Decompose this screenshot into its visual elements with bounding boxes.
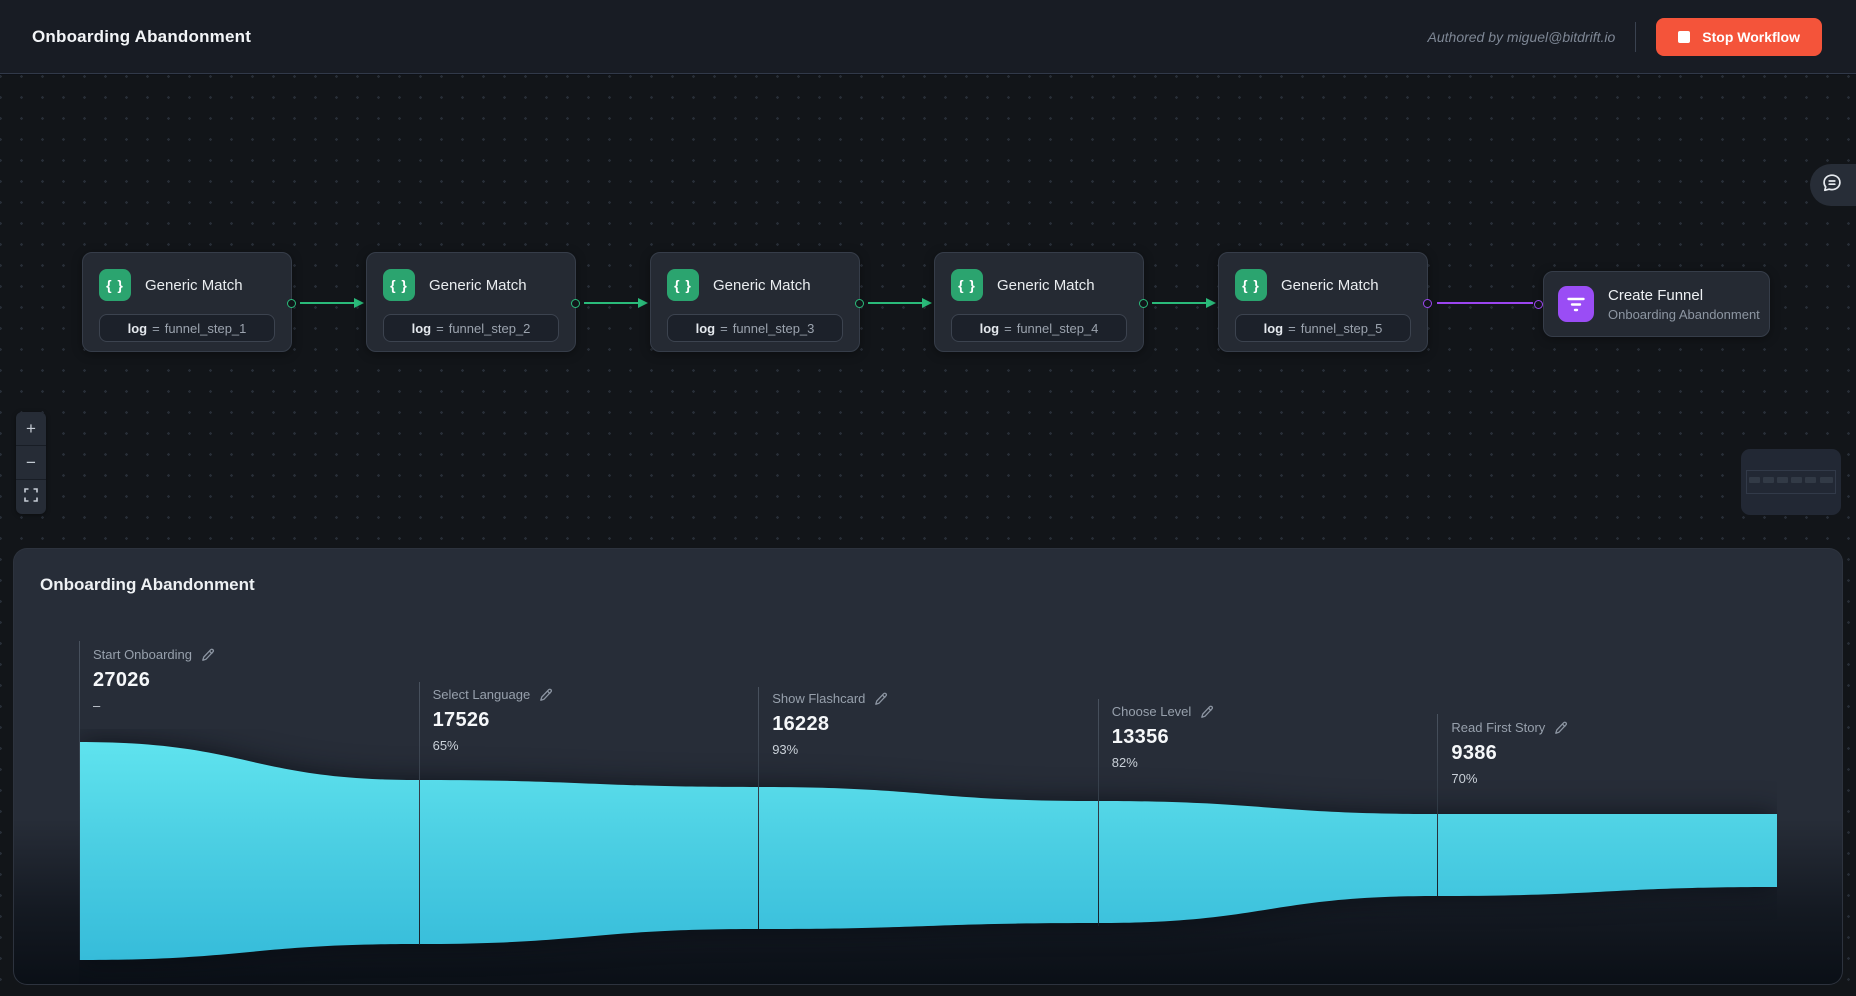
edit-step-button[interactable] bbox=[1200, 705, 1214, 719]
pencil-icon bbox=[540, 688, 553, 701]
step-conversion: 65% bbox=[432, 738, 459, 753]
funnel-chart bbox=[79, 742, 1777, 960]
funnel-step-read-first-story: Read First Story 9386 70% bbox=[1451, 720, 1568, 786]
step-conversion: 82% bbox=[1111, 755, 1138, 770]
node-generic-match-5[interactable]: { } Generic Match log = funnel_step_5 bbox=[1218, 252, 1432, 352]
edit-step-button[interactable] bbox=[201, 648, 215, 662]
source-handle[interactable] bbox=[571, 299, 580, 308]
pencil-icon bbox=[202, 648, 215, 661]
zoom-out-button[interactable]: − bbox=[16, 446, 46, 480]
comments-tab[interactable] bbox=[1810, 164, 1856, 206]
step-value: 17526 bbox=[432, 709, 490, 731]
braces-icon: { } bbox=[99, 269, 131, 301]
node-generic-match-4[interactable]: { } Generic Match log = funnel_step_4 bbox=[934, 252, 1148, 352]
app-header: Onboarding Abandonment Authored by migue… bbox=[0, 0, 1856, 74]
stop-icon bbox=[1678, 30, 1691, 43]
step-label: Select Language bbox=[432, 687, 531, 702]
minimap[interactable] bbox=[1741, 449, 1841, 515]
workflow-title: Onboarding Abandonment bbox=[32, 26, 252, 46]
braces-icon: { } bbox=[383, 269, 415, 301]
step-conversion: 70% bbox=[1451, 771, 1478, 786]
workflow-canvas[interactable]: { } Generic Match log = funnel_step_1 { … bbox=[0, 75, 1856, 996]
funnel-results-panel: Onboarding Abandonment Start Onboarding … bbox=[13, 548, 1843, 985]
pencil-icon bbox=[875, 692, 888, 705]
node-title: Create Funnel bbox=[1608, 286, 1704, 304]
authored-by-text: Authored by miguel@bitdrift.io bbox=[1427, 28, 1616, 45]
fit-view-icon bbox=[24, 487, 38, 507]
node-title: Generic Match bbox=[997, 276, 1095, 294]
minimap-node bbox=[1749, 477, 1760, 483]
source-handle[interactable] bbox=[1423, 299, 1432, 308]
step-label: Start Onboarding bbox=[93, 647, 193, 662]
step-label: Choose Level bbox=[1111, 704, 1192, 719]
pencil-icon bbox=[1201, 705, 1214, 718]
funnel-step-show-flashcard: Show Flashcard 16228 93% bbox=[772, 691, 888, 757]
node-generic-match-3[interactable]: { } Generic Match log = funnel_step_3 bbox=[650, 252, 864, 352]
chat-bubble-icon bbox=[1821, 172, 1843, 199]
node-generic-match-2[interactable]: { } Generic Match log = funnel_step_2 bbox=[366, 252, 580, 352]
minus-icon: − bbox=[26, 452, 36, 472]
funnel-step-choose-level: Choose Level 13356 82% bbox=[1112, 704, 1215, 770]
node-create-funnel[interactable]: Create Funnel Onboarding Abandonment bbox=[1534, 271, 1770, 337]
minimap-node bbox=[1820, 477, 1833, 483]
source-handle[interactable] bbox=[287, 299, 296, 308]
stop-workflow-label: Stop Workflow bbox=[1702, 28, 1800, 45]
match-condition-badge[interactable]: log = funnel_step_4 bbox=[951, 314, 1127, 342]
step-conversion: – bbox=[93, 698, 101, 713]
zoom-in-button[interactable]: + bbox=[16, 412, 46, 446]
match-condition-badge[interactable]: log = funnel_step_2 bbox=[383, 314, 559, 342]
step-value: 9386 bbox=[1451, 742, 1498, 764]
node-title: Generic Match bbox=[429, 276, 527, 294]
node-generic-match-1[interactable]: { } Generic Match log = funnel_step_1 bbox=[82, 252, 296, 352]
step-divider bbox=[1437, 714, 1439, 896]
plus-icon: + bbox=[26, 418, 36, 438]
braces-icon: { } bbox=[1235, 269, 1267, 301]
braces-icon: { } bbox=[951, 269, 983, 301]
funnel-step-select-language: Select Language 17526 65% bbox=[433, 687, 554, 753]
step-divider bbox=[758, 687, 760, 929]
minimap-node bbox=[1763, 477, 1774, 483]
minimap-node bbox=[1777, 477, 1788, 483]
target-handle[interactable] bbox=[1534, 300, 1543, 309]
node-subtitle: Onboarding Abandonment bbox=[1608, 306, 1760, 322]
minimap-node bbox=[1805, 477, 1816, 483]
node-title: Generic Match bbox=[713, 276, 811, 294]
funnel-panel-title: Onboarding Abandonment bbox=[40, 575, 255, 594]
step-label: Show Flashcard bbox=[772, 691, 866, 706]
edit-step-button[interactable] bbox=[1554, 721, 1568, 735]
step-value: 16228 bbox=[772, 713, 830, 735]
step-divider bbox=[1097, 699, 1099, 926]
source-handle[interactable] bbox=[1139, 299, 1148, 308]
braces-icon: { } bbox=[667, 269, 699, 301]
canvas-controls: + − bbox=[16, 412, 46, 514]
minimap-node bbox=[1791, 477, 1802, 483]
node-title: Generic Match bbox=[145, 276, 243, 294]
step-divider bbox=[418, 682, 420, 945]
match-condition-badge[interactable]: log = funnel_step_5 bbox=[1235, 314, 1411, 342]
funnel-icon bbox=[1558, 286, 1594, 322]
fit-view-button[interactable] bbox=[16, 480, 46, 514]
step-divider bbox=[79, 641, 80, 960]
stop-workflow-button[interactable]: Stop Workflow bbox=[1656, 17, 1822, 56]
source-handle[interactable] bbox=[855, 299, 864, 308]
header-divider bbox=[1635, 21, 1637, 52]
node-title: Generic Match bbox=[1281, 276, 1379, 294]
step-label: Read First Story bbox=[1451, 720, 1546, 735]
match-condition-badge[interactable]: log = funnel_step_3 bbox=[667, 314, 843, 342]
pencil-icon bbox=[1555, 721, 1568, 734]
minimap-viewport[interactable] bbox=[1746, 470, 1836, 494]
step-conversion: 93% bbox=[772, 742, 799, 757]
edit-step-button[interactable] bbox=[539, 688, 553, 702]
edit-step-button[interactable] bbox=[874, 692, 888, 706]
match-condition-badge[interactable]: log = funnel_step_1 bbox=[99, 314, 275, 342]
header-right: Authored by miguel@bitdrift.io Stop Work… bbox=[1427, 17, 1822, 56]
step-value: 13356 bbox=[1111, 726, 1169, 748]
funnel-step-start-onboarding: Start Onboarding 27026 – bbox=[93, 647, 215, 713]
step-value: 27026 bbox=[93, 669, 151, 691]
